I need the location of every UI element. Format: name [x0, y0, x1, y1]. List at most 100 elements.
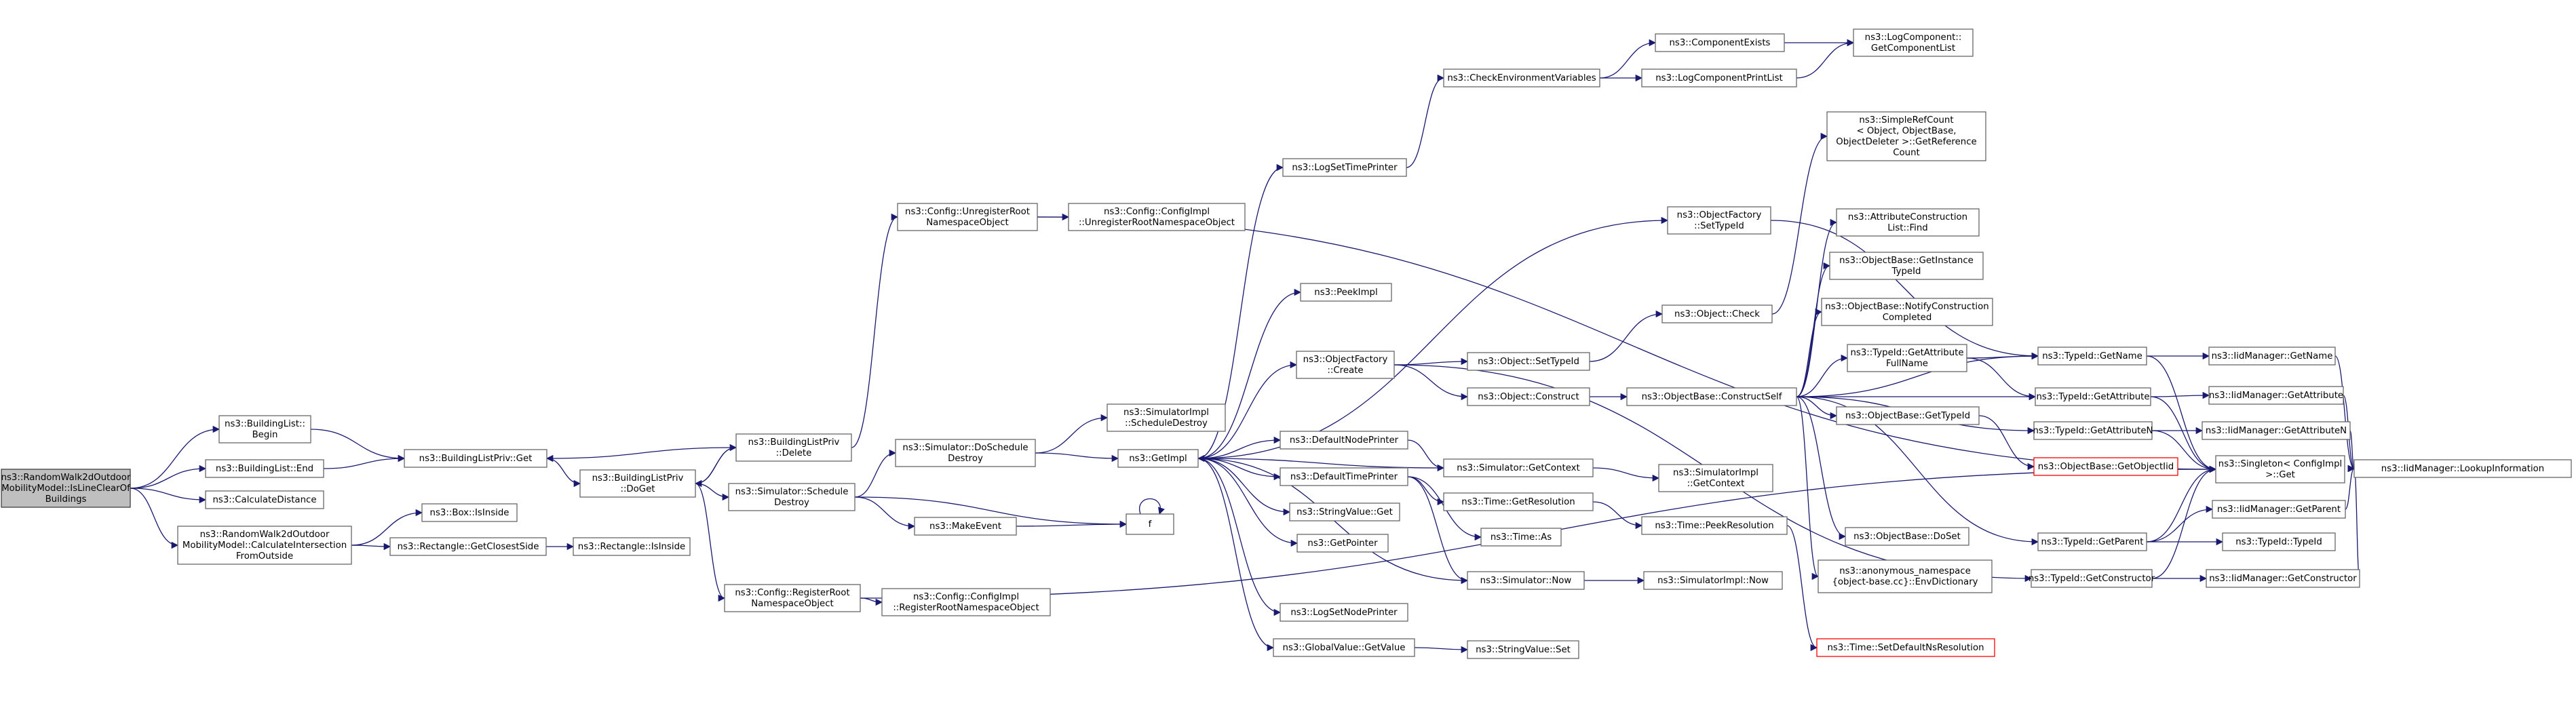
graph-node-simplerefcount[interactable]: ns3::SimpleRefCount< Object, ObjectBase,… — [1826, 111, 1986, 161]
graph-node-iid-getname[interactable]: ns3::IidManager::GetName — [2208, 347, 2336, 366]
edge-sim-getcontext-to-simimpl-getcontext — [1592, 467, 1660, 482]
graph-node-iid-getattr[interactable]: ns3::IidManager::GetAttribute — [2208, 386, 2344, 405]
node-label: ns3::Config::UnregisterRoot — [905, 207, 1030, 217]
graph-node-typeid-getattrn[interactable]: ns3::TypeId::GetAttributeN — [2033, 421, 2153, 440]
graph-node-root[interactable]: ns3::RandomWalk2dOutdoorMobilityModel::I… — [1, 469, 131, 508]
graph-node-calcdist[interactable]: ns3::CalculateDistance — [205, 490, 324, 509]
graph-node-getpointer[interactable]: ns3::GetPointer — [1296, 534, 1389, 553]
node-label: ns3::Config::ConfigImpl — [913, 592, 1019, 602]
graph-node-typeid-getattr[interactable]: ns3::TypeId::GetAttribute — [2035, 387, 2151, 406]
graph-node-time-setdefault[interactable]: ns3::Time::SetDefaultNsResolution — [1816, 638, 1995, 657]
graph-node-logcompprint[interactable]: ns3::LogComponentPrintList — [1641, 68, 1797, 87]
edge-objbase-constructself-to-objbase-notify — [1796, 308, 1823, 397]
graph-node-logsettime[interactable]: ns3::LogSetTimePrinter — [1282, 158, 1407, 177]
graph-node-simimpl-now[interactable]: ns3::SimulatorImpl::Now — [1643, 571, 1783, 590]
graph-node-time-peekres[interactable]: ns3::Time::PeekResolution — [1641, 516, 1788, 535]
graph-node-objbase-notify[interactable]: ns3::ObjectBase::NotifyConstructionCompl… — [1821, 298, 1993, 326]
graph-node-objbase-doset[interactable]: ns3::ObjectBase::DoSet — [1845, 527, 1969, 546]
graph-node-gv-getvalue[interactable]: ns3::GlobalValue::GetValue — [1273, 638, 1415, 657]
graph-node-rw-calc[interactable]: ns3::RandomWalk2dOutdoorMobilityModel::C… — [177, 526, 352, 565]
graph-node-simimpl-getcontext[interactable]: ns3::SimulatorImpl::GetContext — [1658, 464, 1773, 492]
graph-node-strval-set[interactable]: ns3::StringValue::Set — [1467, 640, 1579, 659]
graph-node-f[interactable]: f — [1126, 513, 1174, 535]
graph-node-typeid-getparent[interactable]: ns3::TypeId::GetParent — [2037, 532, 2147, 551]
graph-node-objfac-create[interactable]: ns3::ObjectFactory::Create — [1296, 351, 1395, 379]
graph-node-getimpl[interactable]: ns3::GetImpl — [1117, 449, 1199, 468]
graph-node-obj-construct[interactable]: ns3::Object::Construct — [1467, 387, 1590, 406]
graph-node-defnodeprinter[interactable]: ns3::DefaultNodePrinter — [1280, 431, 1408, 450]
node-box — [205, 490, 324, 509]
edge-bl-end-to-blp-get — [323, 454, 406, 469]
graph-node-obj-settypeid[interactable]: ns3::Object::SetTypeId — [1467, 352, 1590, 371]
graph-node-blp-delete[interactable]: ns3::BuildingListPriv::Delete — [735, 433, 852, 462]
graph-node-iid-getconstructor[interactable]: ns3::IidManager::GetConstructor — [2206, 569, 2360, 588]
node-label: ns3::ObjectBase::GetTypeId — [1845, 411, 1970, 421]
node-box — [2208, 386, 2344, 405]
graph-node-sim-now[interactable]: ns3::Simulator::Now — [1467, 571, 1585, 590]
node-label: ns3::Config::ConfigImpl — [1104, 207, 1210, 217]
node-box — [2035, 387, 2151, 406]
graph-node-singleton-get[interactable]: ns3::Singleton< ConfigImpl >::Get — [2215, 455, 2345, 484]
edge-typeid-getattrfull-to-typeid-getattr — [1966, 357, 2037, 401]
node-label: TypeId — [1891, 267, 1921, 277]
graph-node-peekimpl[interactable]: ns3::PeekImpl — [1300, 283, 1392, 302]
graph-node-sim-schedestroy[interactable]: ns3::Simulator::ScheduleDestroy — [728, 483, 856, 511]
edge-typeid-getparent-to-iid-getparent — [2146, 505, 2214, 543]
edge-cfg-unreg-to-singleton-get — [1037, 216, 2217, 473]
graph-node-time-as[interactable]: ns3::Time::As — [1480, 528, 1562, 547]
graph-node-objfac-settypeid[interactable]: ns3::ObjectFactory::SetTypeId — [1667, 206, 1771, 235]
edge-typeid-getname-to-singleton-get — [2146, 355, 2217, 473]
node-box — [914, 517, 1017, 536]
node-label: ns3::RandomWalk2dOutdoor — [200, 530, 330, 540]
node-label: Destroy — [774, 498, 809, 508]
graph-node-box-inside[interactable]: ns3::Box::IsInside — [421, 503, 518, 522]
graph-node-typeid-getname[interactable]: ns3::TypeId::GetName — [2037, 347, 2147, 366]
graph-node-iid-lookup[interactable]: ns3::IidManager::LookupInformation — [2353, 459, 2572, 478]
graph-node-blp-get[interactable]: ns3::BuildingListPriv::Get — [404, 449, 547, 468]
node-box — [177, 526, 352, 565]
node-label: ns3::RandomWalk2dOutdoor — [1, 473, 131, 483]
node-label: ns3::LogSetNodePrinter — [1290, 608, 1398, 618]
node-box — [1107, 403, 1226, 432]
graph-node-typeid-typeid[interactable]: ns3::TypeId::TypeId — [2222, 532, 2336, 551]
graph-node-strval-get[interactable]: ns3::StringValue::Get — [1289, 502, 1400, 521]
graph-node-time-getres[interactable]: ns3::Time::GetResolution — [1443, 492, 1594, 511]
graph-node-sim-getcontext[interactable]: ns3::Simulator::GetContext — [1443, 458, 1594, 477]
edge-blp-doget-to-sim-schedestroy — [695, 483, 730, 501]
graph-node-logcomp-getlist[interactable]: ns3::LogComponent::GetComponentList — [1853, 28, 1974, 57]
graph-node-iid-getparent[interactable]: ns3::IidManager::GetParent — [2212, 500, 2346, 519]
graph-node-blp-doget[interactable]: ns3::BuildingListPriv::DoGet — [579, 469, 696, 498]
graph-node-obj-check[interactable]: ns3::Object::Check — [1661, 304, 1773, 323]
graph-node-objbase-gettypeid[interactable]: ns3::ObjectBase::GetTypeId — [1836, 406, 1980, 425]
graph-node-cfg-unreg[interactable]: ns3::Config::UnregisterRootNamespaceObje… — [897, 203, 1038, 231]
graph-node-typeid-getconstructor[interactable]: ns3::TypeId::GetConstructor — [2029, 569, 2155, 588]
graph-node-checkenv[interactable]: ns3::CheckEnvironmentVariables — [1443, 68, 1600, 87]
graph-node-bl-begin[interactable]: ns3::BuildingList::Begin — [218, 415, 311, 443]
node-box — [1836, 406, 1980, 425]
graph-node-rect-closest[interactable]: ns3::Rectangle::GetClosestSide — [389, 537, 547, 556]
node-label: ns3::Object::SetTypeId — [1478, 357, 1579, 367]
node-box — [1826, 111, 1986, 161]
node-label: Buildings — [45, 494, 87, 505]
graph-node-simimpl-schedestroy[interactable]: ns3::SimulatorImpl::ScheduleDestroy — [1107, 403, 1226, 432]
graph-node-objbase-constructself[interactable]: ns3::ObjectBase::ConstructSelf — [1626, 387, 1797, 406]
node-label: NamespaceObject — [926, 218, 1009, 228]
graph-node-makeevent[interactable]: ns3::MakeEvent — [914, 517, 1017, 536]
graph-node-deftimeprinter[interactable]: ns3::DefaultTimePrinter — [1280, 467, 1408, 486]
graph-node-compexists[interactable]: ns3::ComponentExists — [1655, 33, 1785, 52]
graph-node-cfg-reg[interactable]: ns3::Config::RegisterRootNamespaceObject — [724, 584, 861, 612]
graph-node-anon-envdict[interactable]: ns3::anonymous_namespace{object-base.cc}… — [1818, 559, 1993, 593]
graph-node-rect-inside[interactable]: ns3::Rectangle::IsInside — [573, 537, 691, 556]
graph-node-cfgimpl-unreg[interactable]: ns3::Config::ConfigImpl::UnregisterRootN… — [1068, 203, 1246, 231]
graph-node-cfgimpl-reg[interactable]: ns3::Config::ConfigImpl::RegisterRootNam… — [881, 588, 1051, 616]
graph-node-logsetnode[interactable]: ns3::LogSetNodePrinter — [1280, 603, 1408, 622]
graph-node-iid-getattrn[interactable]: ns3::IidManager::GetAttributeN — [2202, 421, 2351, 440]
node-label: ns3::TypeId::GetAttribute — [1850, 348, 1963, 358]
edge-logcompprint-to-logcomp-getlist — [1796, 39, 1855, 79]
graph-node-objbase-getobjectiid[interactable]: ns3::ObjectBase::GetObjectIid — [2033, 457, 2178, 476]
graph-node-bl-end[interactable]: ns3::BuildingList::End — [205, 459, 324, 478]
